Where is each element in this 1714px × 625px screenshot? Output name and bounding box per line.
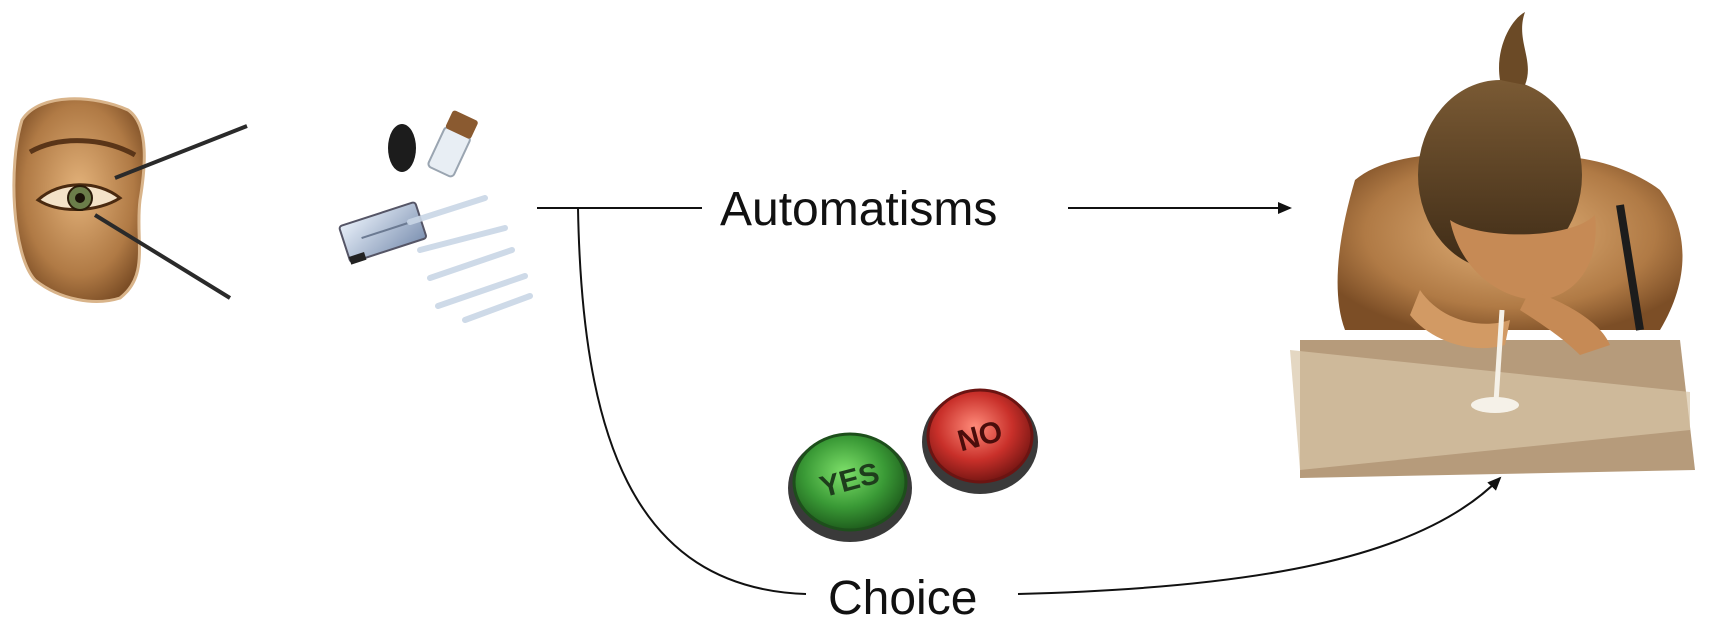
choice-connector: [577, 207, 1502, 595]
choice-label: Choice: [828, 572, 978, 625]
cocaine-kit-icon: [338, 110, 533, 323]
person-snorting-icon: [1290, 12, 1695, 478]
eye-icon: [12, 97, 248, 303]
no-button-icon: NO: [922, 388, 1038, 494]
yes-button-icon: YES: [788, 432, 912, 542]
automatisms-label: Automatisms: [720, 183, 998, 236]
